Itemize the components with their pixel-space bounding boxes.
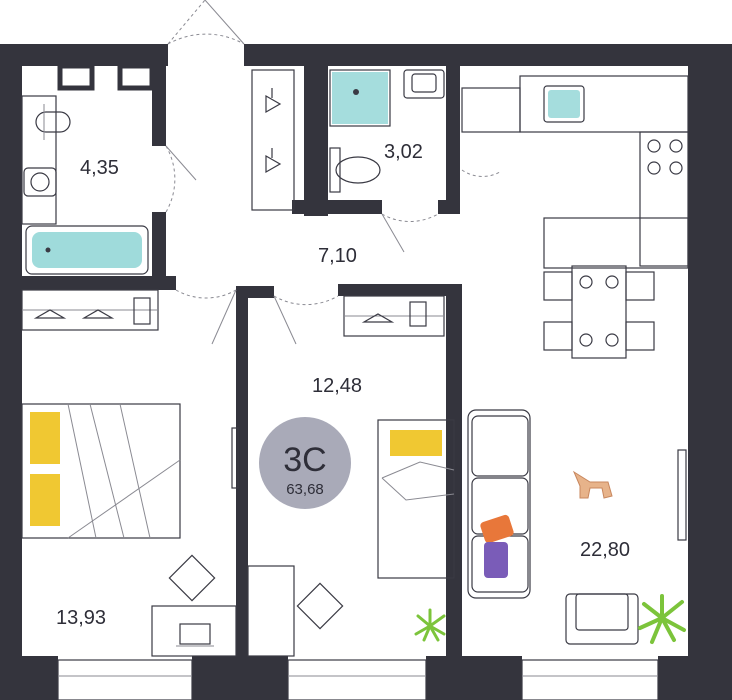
chair-icon xyxy=(565,593,639,645)
area-label-bedroom-middle: 12,48 xyxy=(312,375,362,397)
left-bedroom xyxy=(21,289,239,657)
plant-icon xyxy=(638,594,686,644)
area-label-bedroom-left: 13,93 xyxy=(56,607,106,629)
hall-closet xyxy=(251,69,295,211)
windows xyxy=(57,63,687,700)
apartment-type: 3С xyxy=(283,441,326,479)
dog-icon xyxy=(572,470,613,499)
area-label-toilet: 3,02 xyxy=(384,141,423,163)
chair-icon xyxy=(543,271,655,351)
hanger-icon xyxy=(361,313,395,323)
sofa-icon xyxy=(467,409,531,599)
double-bed-icon xyxy=(21,403,181,539)
area-label-bathroom: 4,35 xyxy=(80,157,119,179)
room-labels: 4,35 3,02 7,10 12,48 13,93 22,80 xyxy=(56,141,630,629)
hanger-icon xyxy=(33,309,115,319)
bathtub-icon xyxy=(25,225,149,275)
sink-icon xyxy=(23,167,57,197)
area-label-kitchen-living: 22,80 xyxy=(580,539,630,561)
kitchen xyxy=(461,75,689,269)
shower-icon xyxy=(329,69,391,127)
apartment-badge: 3С 63,68 xyxy=(259,417,351,509)
doors xyxy=(165,0,501,345)
sink-icon xyxy=(403,69,445,99)
toilet-room xyxy=(329,69,445,193)
hanger-icon xyxy=(265,88,282,174)
chair-icon xyxy=(168,554,216,602)
laptop-icon xyxy=(176,623,214,647)
dining-table-icon xyxy=(543,265,655,359)
walls xyxy=(0,44,732,700)
toilet-icon xyxy=(35,104,71,140)
stove-icon xyxy=(647,139,683,175)
toilet-icon xyxy=(329,147,381,193)
area-label-hall: 7,10 xyxy=(318,245,357,267)
chair-icon xyxy=(296,582,344,630)
single-bed-icon xyxy=(377,419,455,579)
plant-icon xyxy=(414,608,446,642)
bathroom xyxy=(21,95,149,275)
middle-bedroom xyxy=(247,295,455,657)
apartment-total-area: 63,68 xyxy=(286,481,324,498)
